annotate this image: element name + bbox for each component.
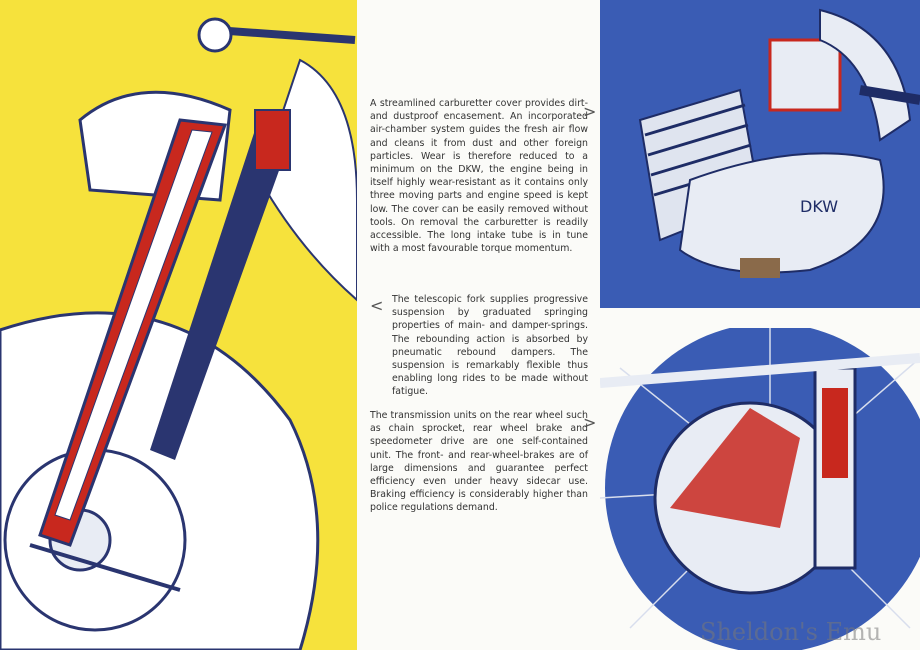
arrow-right-icon: > [583, 102, 597, 121]
carburetter-engine-illustration: DKW [600, 0, 920, 308]
rear-wheel-brake-illustration [600, 328, 920, 650]
telescopic-fork-illustration [0, 0, 357, 650]
engine-drawing: DKW [600, 0, 920, 308]
arrow-left-icon: < [370, 296, 384, 315]
carburetter-paragraph: A streamlined carburetter cover provides… [370, 98, 588, 255]
fork-cutaway-drawing [0, 17, 357, 650]
transmission-paragraph: The transmission units on the rear wheel… [370, 410, 588, 514]
watermark: Sheldon's Emu [700, 618, 882, 646]
brake-hub-drawing [600, 328, 920, 650]
engine-logo: DKW [800, 197, 838, 216]
fork-paragraph: The telescopic fork supplies progressive… [392, 294, 588, 398]
arrow-right-icon: > [583, 413, 597, 432]
